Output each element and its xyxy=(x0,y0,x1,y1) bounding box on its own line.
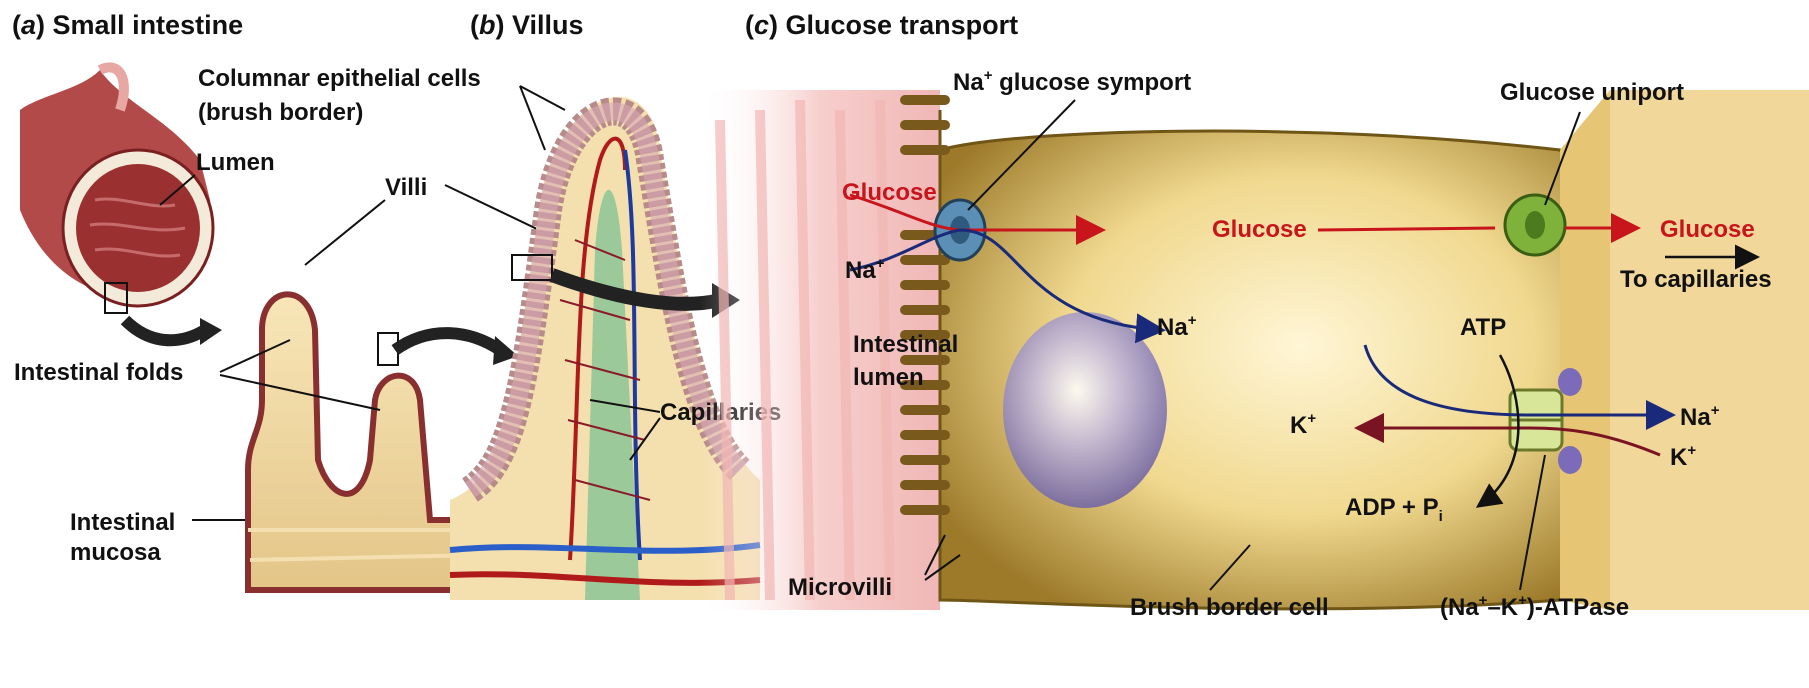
panel-c: (c) Glucose transport xyxy=(700,10,1809,621)
glucose-blood-label: Glucose xyxy=(1660,216,1755,243)
zoom-arrow-a xyxy=(125,320,205,340)
intestinal-mucosa-label-line2: mucosa xyxy=(70,539,161,566)
intestinal-lumen-label-line2: lumen xyxy=(853,364,924,391)
intestine-tube-illustration xyxy=(20,67,213,306)
intestinal-lumen-label-line1: Intestinal xyxy=(853,331,958,358)
brush-border-cell-illustration xyxy=(905,90,1610,610)
lumen-label: Lumen xyxy=(196,149,275,176)
columnar-epithelial-cells-label-line1: Columnar epithelial cells xyxy=(198,65,481,92)
panel-c-heading: (c) Glucose transport xyxy=(745,10,1018,40)
symport-label: Na+ glucose symport xyxy=(953,67,1191,96)
to-capillaries-label: To capillaries xyxy=(1620,266,1772,293)
intestinal-folds-label: Intestinal folds xyxy=(14,359,183,386)
atp-label: ATP xyxy=(1460,314,1506,341)
panel-a-heading: (a) Small intestine xyxy=(12,10,243,40)
zoom-arrow-folds xyxy=(395,333,500,350)
microvilli-label: Microvilli xyxy=(788,574,892,601)
glucose-to-uniport-arrow xyxy=(1318,228,1495,230)
uniport-protein-icon xyxy=(1505,195,1565,255)
atpase-label: (Na+–K+)-ATPase xyxy=(1440,592,1629,621)
glucose-cell-label: Glucose xyxy=(1212,216,1307,243)
glucose-lumen-label: Glucose xyxy=(842,179,937,206)
intestinal-mucosa-label-line1: Intestinal xyxy=(70,509,175,536)
nucleus xyxy=(1003,312,1167,508)
panel-b-heading: (b) Villus xyxy=(470,10,584,40)
columnar-epithelial-cells-label-line2: (brush border) xyxy=(198,99,363,126)
adp-pi-label: ADP + Pi xyxy=(1345,494,1443,525)
villi-label: Villi xyxy=(385,174,427,201)
uniport-label: Glucose uniport xyxy=(1500,79,1684,106)
brush-border-cell-label: Brush border cell xyxy=(1130,594,1329,621)
